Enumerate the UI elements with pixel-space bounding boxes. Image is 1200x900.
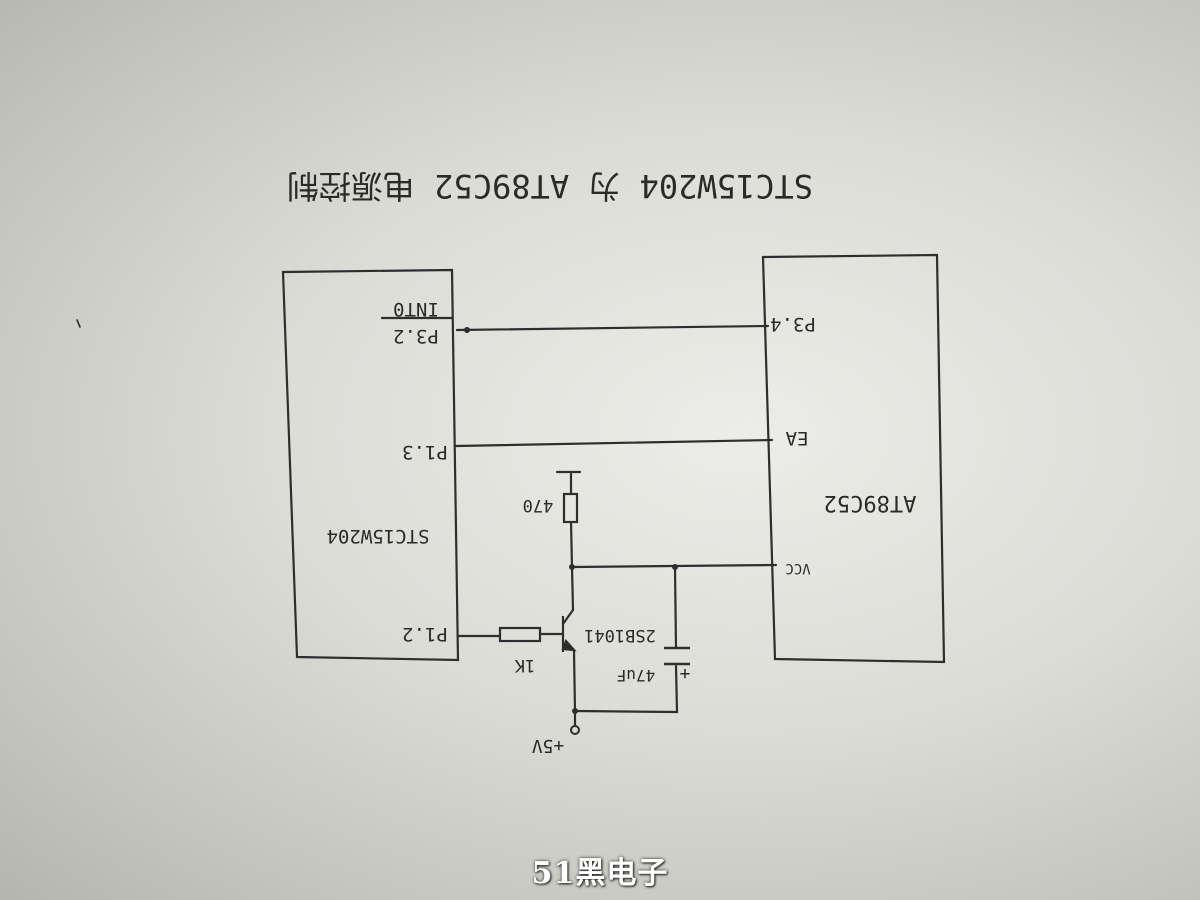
label-resistor-470: 470 — [523, 495, 554, 515]
label-vcc: VCC — [785, 560, 810, 576]
label-resistor-1k: 1K — [514, 655, 535, 675]
label-capacitor-plus: + — [679, 663, 690, 684]
junction-dots — [464, 327, 678, 714]
junction-dot — [672, 564, 678, 570]
stc15w204-chip-outline — [281, 268, 460, 662]
diagram-title: STC15W204 为 AT89C52 电源控制 — [287, 167, 813, 205]
label-p32: P3.2 — [393, 325, 439, 347]
supply-terminal — [570, 725, 580, 735]
resistor-base — [498, 626, 542, 643]
capacitor-wire-top — [673, 565, 678, 650]
label-stc15w204: STC15W204 — [327, 525, 430, 547]
label-p34: P3.4 — [770, 313, 816, 335]
wire-p32-p34 — [455, 324, 770, 332]
label-transistor: 2SB1041 — [584, 625, 656, 645]
label-ea: EA — [785, 427, 808, 449]
label-p13: P1.3 — [402, 441, 448, 463]
label-p12: P1.2 — [402, 623, 448, 645]
junction-dot — [572, 708, 578, 714]
watermark: 51黑电子 — [531, 856, 669, 891]
wire-p13-ea — [454, 438, 774, 448]
label-at89c52: AT89C52 — [824, 490, 917, 515]
label-supply: +5V — [532, 735, 565, 756]
capacitor-wire-bottom — [573, 664, 679, 714]
at89c52-chip-outline — [761, 253, 946, 664]
resistor-top-lead — [569, 472, 574, 569]
capacitor-symbol — [664, 646, 690, 666]
transistor-emitter-wire — [572, 648, 577, 714]
transistor-symbol — [561, 609, 577, 652]
label-int0: INT0 — [393, 298, 439, 320]
resistor-top — [562, 492, 579, 524]
junction-dot — [569, 564, 575, 570]
pen-mark — [76, 319, 81, 328]
label-capacitor: 47uF — [617, 666, 656, 685]
transistor-collector-wire — [570, 565, 575, 612]
junction-dot — [464, 327, 470, 333]
wire-p12-base — [456, 632, 564, 638]
